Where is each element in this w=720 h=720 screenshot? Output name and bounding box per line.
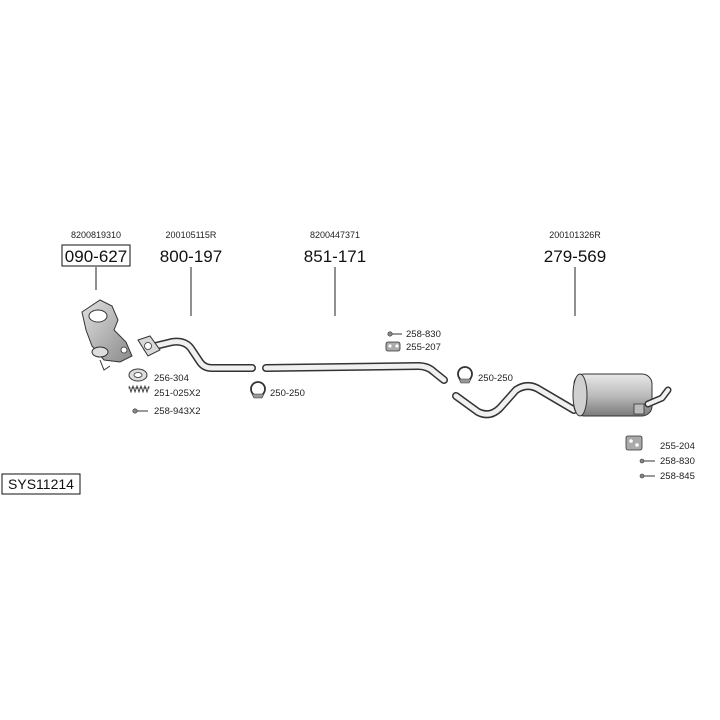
system-code-label: SYS11214 <box>8 476 74 492</box>
rubber-mount-icon <box>625 435 643 451</box>
accessory-label: 250-250 <box>478 373 513 384</box>
accessory-label: 258-830 <box>406 329 441 340</box>
oem-number: 8200447371 <box>310 230 360 240</box>
accessory-label: 256-304 <box>154 373 189 384</box>
system-code: SYS11214 <box>1 473 81 495</box>
oem-number: 8200819310 <box>71 230 121 240</box>
part-number: 090-627 <box>65 247 127 266</box>
accessory-label: 250-250 <box>270 388 305 399</box>
accessory-label: 258-830 <box>660 456 695 467</box>
front-pipe <box>137 335 256 372</box>
part-label-middle-pipe: 8200447371 851-171 <box>304 230 366 316</box>
system-code-box <box>1 473 81 495</box>
bolt-icon <box>639 473 655 479</box>
rear-accessories: 255-204 258-830 258-845 <box>625 435 695 482</box>
accessory-label: 251-025X2 <box>154 388 200 399</box>
oem-number: 200105115R <box>166 230 217 240</box>
clamp-rear: 250-250 <box>457 366 513 384</box>
clamp-mid: 250-250 <box>250 381 305 399</box>
bolt-icon <box>387 331 402 337</box>
rubber-hanger-icon <box>385 341 401 352</box>
bolt-icon <box>132 408 148 414</box>
accessory-label: 258-845 <box>660 471 695 482</box>
spring-icon <box>128 384 150 394</box>
accessory-label: 255-207 <box>406 342 441 353</box>
part-number-box <box>61 244 131 267</box>
part-label-catalyst: 8200819310 090-627 <box>61 230 131 290</box>
middle-pipe <box>262 362 448 384</box>
front-accessories: 256-304 251-025X2 258-943X2 <box>128 368 200 417</box>
part-label-rear-silencer: 200101326R 279-569 <box>544 230 606 316</box>
part-label-front-pipe: 200105115R 800-197 <box>160 230 222 316</box>
oem-number: 200101326R <box>549 230 601 240</box>
catalytic-converter <box>81 299 133 371</box>
bolt-icon <box>639 458 655 464</box>
part-number: 279-569 <box>544 247 606 266</box>
accessory-label: 255-204 <box>660 441 695 452</box>
part-number: 800-197 <box>160 247 222 266</box>
accessory-label: 258-943X2 <box>154 406 200 417</box>
part-number: 851-171 <box>304 247 366 266</box>
hanger-group: 258-830 255-207 <box>385 329 441 353</box>
rear-silencer-assembly <box>452 373 672 419</box>
